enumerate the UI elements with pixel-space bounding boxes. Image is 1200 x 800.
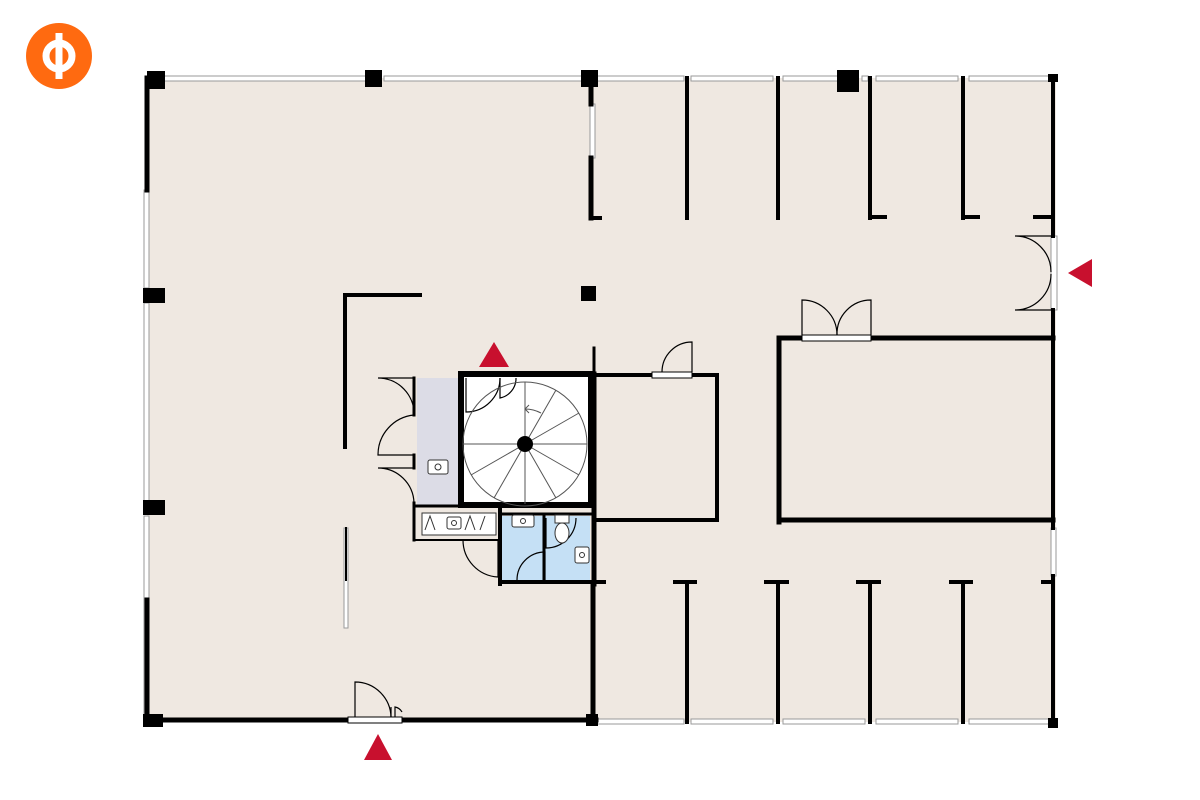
sink-storage: [427, 459, 449, 475]
floor-area: [147, 78, 1056, 722]
toilet-tank: [554, 514, 570, 524]
walls: [144, 75, 1056, 725]
storage-room: [417, 378, 459, 505]
toilet-bowl: [554, 522, 570, 544]
doors: [347, 235, 1052, 724]
entrance-marker-stair: [479, 342, 509, 367]
logo-bar: [55, 33, 63, 79]
spiral-staircase: [462, 381, 588, 507]
op-logo-icon: [26, 23, 92, 89]
fixtures: [421, 459, 590, 564]
sink-restroom-left: [511, 514, 535, 528]
sink-restroom-right: [574, 546, 590, 564]
entrance-marker-main: [364, 734, 392, 760]
entrance-markers: [364, 259, 1092, 760]
columns: [143, 70, 1058, 728]
entrance-marker-east: [1068, 259, 1092, 287]
